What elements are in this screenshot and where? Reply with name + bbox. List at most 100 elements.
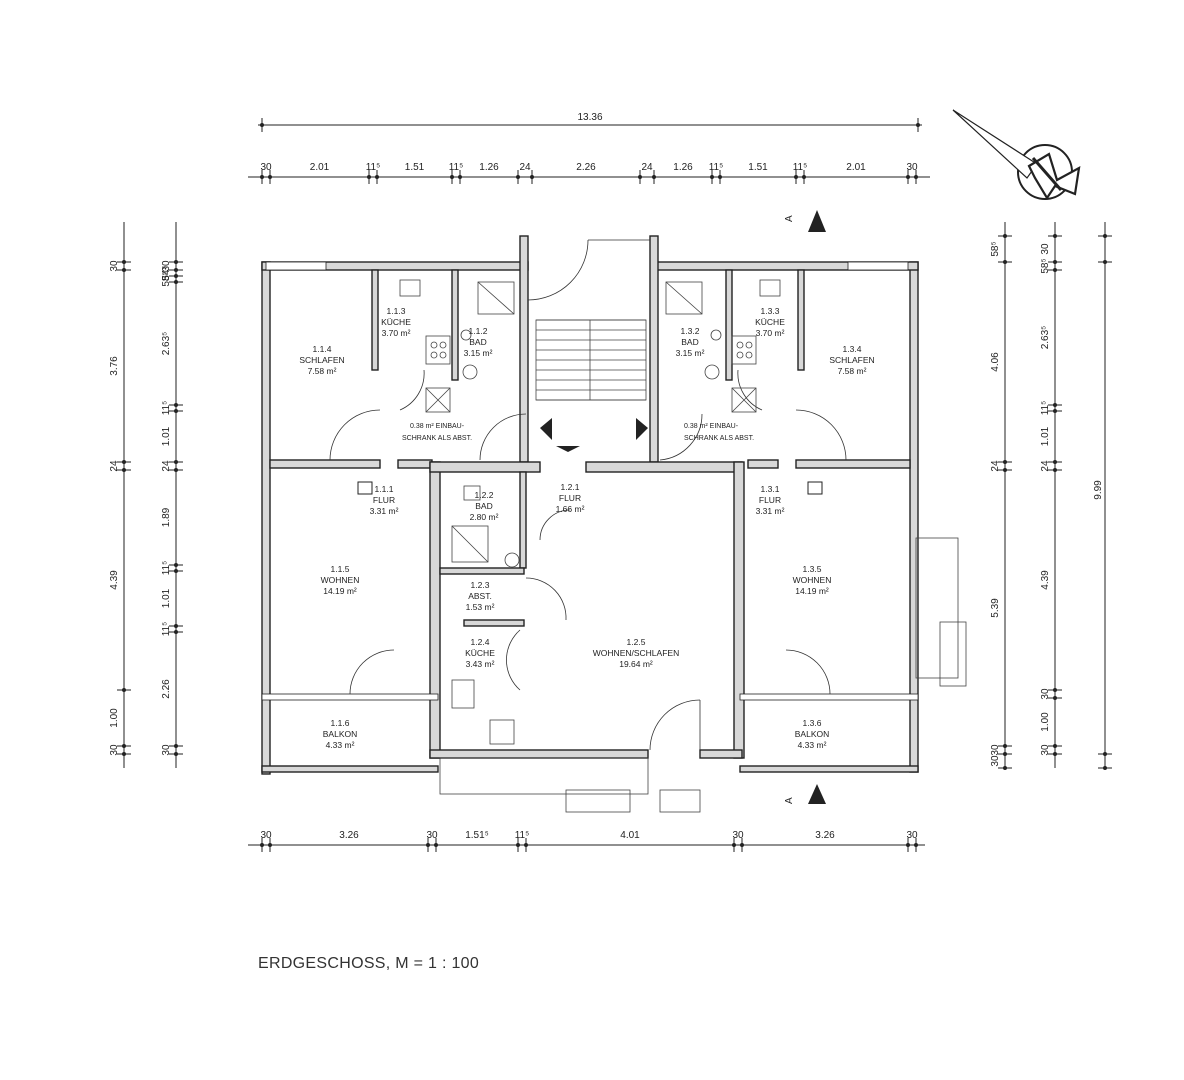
room-area: 14.19 m²	[795, 586, 829, 596]
room-id: 1.3.2	[681, 326, 700, 336]
dimension-tick	[1048, 403, 1062, 407]
dimension-tick	[1048, 268, 1062, 272]
dimension-tick	[117, 460, 131, 464]
room-name: BAD	[475, 501, 492, 511]
dimension-label: 2.26	[576, 162, 596, 173]
room-area: 7.58 m²	[838, 366, 867, 376]
dimension-tick	[117, 468, 131, 472]
room-name: WOHNEN/SCHLAFEN	[593, 648, 679, 658]
dimension-label: 24	[161, 460, 172, 472]
fixtures	[357, 279, 967, 813]
dimension-label: 3.76	[109, 356, 120, 376]
dimension-tick	[260, 170, 264, 184]
right-total-label: 9.99	[1093, 480, 1104, 500]
dimension-label: 30	[109, 744, 120, 756]
room-id: 1.1.1	[375, 484, 394, 494]
dimension-label: 30	[732, 830, 744, 841]
dimension-tick	[169, 630, 183, 634]
dimension-tick	[998, 234, 1012, 238]
dimension-tick	[117, 744, 131, 748]
svg-text:A: A	[784, 797, 795, 804]
room-id: 1.1.6	[331, 718, 350, 728]
dimension-label: 11⁵	[366, 162, 381, 173]
room-name: ABST.	[468, 591, 492, 601]
north-arrow-icon	[952, 109, 1081, 201]
room-id: 1.3.1	[761, 484, 780, 494]
dimension-tick	[516, 170, 520, 184]
dimension-label: 4.39	[109, 570, 120, 590]
dimension-label: 30	[161, 260, 172, 272]
room-id: 1.2.2	[475, 490, 494, 500]
dimension-label: 1.00	[109, 708, 120, 728]
dimension-tick	[1048, 468, 1062, 472]
dimension-label: 24	[519, 162, 531, 173]
dimension-tick	[169, 569, 183, 573]
dimension-tick	[426, 838, 430, 852]
dimension-label: 11⁵	[161, 401, 172, 416]
dimension-label: 30	[906, 830, 918, 841]
dimension-label: 4.39	[1040, 570, 1051, 590]
wardrobe-note-left-line2: SCHRANK ALS ABST.	[402, 435, 472, 442]
dimension-label: 24	[990, 460, 1001, 472]
dimension-tick	[169, 280, 183, 284]
svg-text:A: A	[784, 215, 795, 222]
dimension-tick	[998, 766, 1012, 770]
room-id: 1.1.4	[313, 344, 332, 354]
dimension-label: 24	[641, 162, 653, 173]
dimension-tick	[169, 409, 183, 413]
dimension-tick	[367, 170, 371, 184]
dimension-tick	[1048, 696, 1062, 700]
dimension-tick	[169, 268, 183, 272]
dimension-label: 30	[990, 755, 1001, 767]
dimension-tick	[1048, 460, 1062, 464]
dimension-tick	[268, 838, 272, 852]
room-name: SCHLAFEN	[829, 355, 874, 365]
dimension-label: 1.51	[405, 162, 425, 173]
room-name: BALKON	[795, 729, 830, 739]
dimension-tick	[1098, 766, 1112, 770]
dimension-tick	[1048, 744, 1062, 748]
dimension-label: 30	[1040, 243, 1051, 255]
walls	[261, 235, 919, 775]
room-area: 4.33 m²	[326, 740, 355, 750]
dimension-label: 1.51	[748, 162, 768, 173]
dimension-tick	[169, 468, 183, 472]
dimension-tick	[914, 838, 918, 852]
dimension-tick	[169, 274, 183, 278]
dimension-tick	[117, 752, 131, 756]
room-name: BAD	[469, 337, 486, 347]
room-name: FLUR	[759, 495, 781, 505]
wardrobe-note-right-line2: SCHRANK ALS ABST.	[684, 435, 754, 442]
dimension-label: 30	[109, 260, 120, 272]
dimension-label: 2.63⁵	[161, 332, 172, 356]
dimension-tick	[516, 838, 520, 852]
dimension-tick	[375, 170, 379, 184]
dimension-tick	[434, 838, 438, 852]
section-marker-bottom: A	[784, 784, 826, 804]
dimension-tick	[1048, 234, 1062, 238]
dimension-label: 2.63⁵	[1040, 326, 1051, 350]
dimension-tick	[998, 752, 1012, 756]
room-id: 1.2.4	[471, 637, 490, 647]
room-name: KÜCHE	[465, 648, 495, 658]
dimension-label: 11⁵	[1040, 401, 1051, 416]
dimension-label: 1.51⁵	[465, 830, 489, 841]
dimension-tick	[914, 170, 918, 184]
room-name: FLUR	[559, 493, 581, 503]
dimension-tick	[260, 838, 264, 852]
dimension-label: 58⁵	[990, 241, 1001, 256]
room-area: 4.33 m²	[798, 740, 827, 750]
room-area: 3.15 m²	[676, 348, 705, 358]
dimension-label: 30	[426, 830, 438, 841]
dimension-label: 3.26	[339, 830, 359, 841]
room-area: 3.70 m²	[382, 328, 411, 338]
